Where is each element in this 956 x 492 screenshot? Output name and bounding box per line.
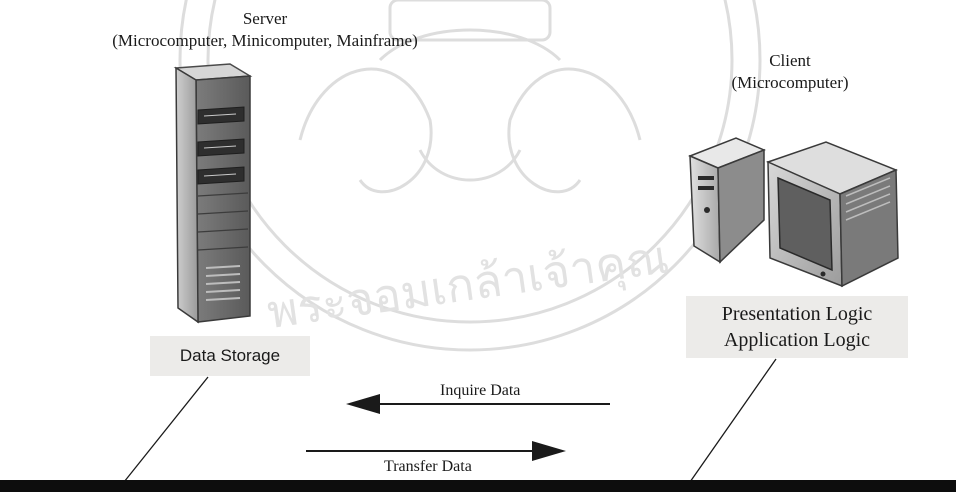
application-logic-text: Application Logic [723, 329, 871, 351]
data-storage-label: Data Storage [150, 336, 310, 376]
client-subtitle: (Microcomputer) [731, 73, 849, 92]
data-storage-text: Data Storage [179, 346, 281, 365]
inquire-data-label: Inquire Data [440, 382, 521, 399]
server-subtitle: (Microcomputer, Minicomputer, Mainframe) [112, 31, 418, 50]
server-connector-line [123, 376, 209, 483]
client-logic-label: Presentation Logic Application Logic [686, 296, 908, 358]
client-title: Client [769, 51, 811, 70]
server-tower-icon [173, 63, 253, 324]
desktop-computer-icon [688, 137, 899, 288]
server-title: Server [242, 9, 288, 28]
server-title-block: Server (Microcomputer, Minicomputer, Mai… [0, 8, 530, 52]
client-connector-line [689, 358, 777, 483]
transfer-data-label: Transfer Data [384, 458, 472, 475]
inquire-arrow [346, 394, 610, 414]
presentation-logic-text: Presentation Logic [721, 303, 873, 325]
client-title-block: Client (Microcomputer) [690, 50, 890, 94]
transfer-arrow [306, 441, 566, 461]
network-bar [0, 480, 956, 492]
